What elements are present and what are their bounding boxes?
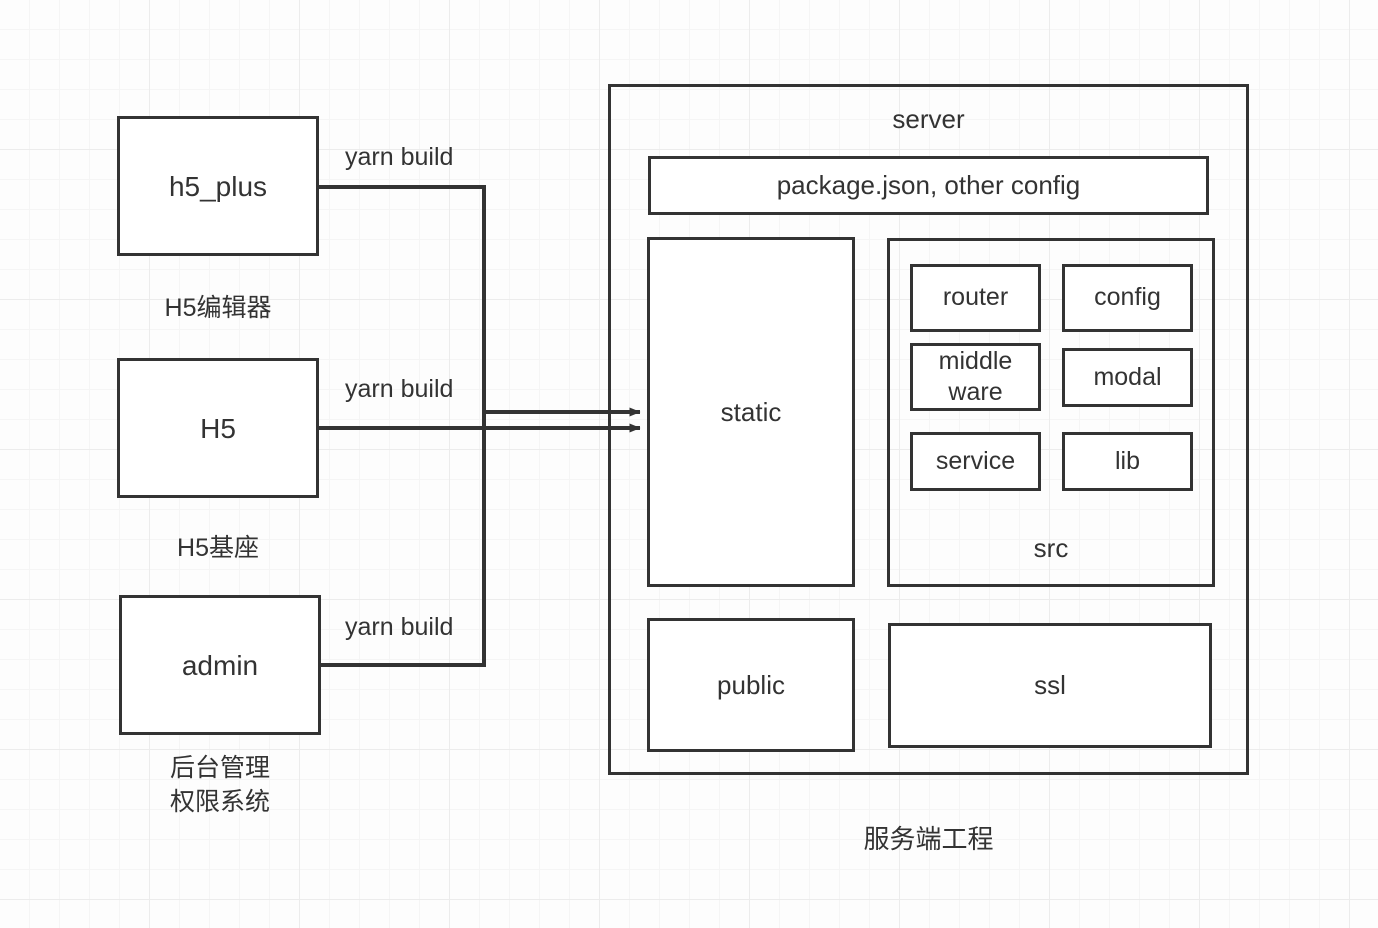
caption-h5: H5基座 xyxy=(177,534,259,562)
node-router-label: router xyxy=(942,283,1009,312)
node-modal-label: modal xyxy=(1093,362,1162,391)
node-public[interactable]: public xyxy=(647,618,855,752)
caption-server: 服务端工程 xyxy=(863,824,994,854)
node-static-label: static xyxy=(720,396,782,427)
node-h5-plus[interactable]: h5_plus xyxy=(117,116,319,256)
src-group-container[interactable] xyxy=(887,238,1215,587)
node-ssl[interactable]: ssl xyxy=(888,623,1212,748)
node-service-label: service xyxy=(935,446,1016,475)
caption-h5-plus: H5编辑器 xyxy=(164,294,272,322)
node-config[interactable]: config xyxy=(1062,264,1193,332)
server-container[interactable] xyxy=(608,84,1249,775)
node-h5-label: H5 xyxy=(200,412,236,444)
node-middleware-label: middle ware xyxy=(938,346,1013,406)
node-h5[interactable]: H5 xyxy=(117,358,319,498)
node-lib-label: lib xyxy=(1114,446,1140,475)
edge-label-admin: yarn build xyxy=(345,613,454,641)
node-ssl-label: ssl xyxy=(1034,670,1066,701)
edge-label-h5: yarn build xyxy=(345,375,454,403)
edge-label-h5-plus: yarn build xyxy=(345,143,454,171)
node-h5-plus-label: h5_plus xyxy=(168,170,268,202)
node-package-config[interactable]: package.json, other config xyxy=(648,156,1209,215)
node-lib[interactable]: lib xyxy=(1062,432,1193,491)
node-package-config-label: package.json, other config xyxy=(776,170,1081,201)
node-service[interactable]: service xyxy=(910,432,1041,491)
node-public-label: public xyxy=(717,669,785,700)
node-router[interactable]: router xyxy=(910,264,1041,332)
node-admin-label: admin xyxy=(181,649,259,681)
node-middleware[interactable]: middle ware xyxy=(910,343,1041,411)
caption-admin: 后台管理 权限系统 xyxy=(169,754,270,816)
node-admin[interactable]: admin xyxy=(119,595,321,735)
server-container-label: server xyxy=(892,104,965,134)
node-static[interactable]: static xyxy=(647,237,855,587)
src-group-label: src xyxy=(1033,533,1069,563)
node-config-label: config xyxy=(1094,283,1161,312)
node-modal[interactable]: modal xyxy=(1062,348,1193,407)
